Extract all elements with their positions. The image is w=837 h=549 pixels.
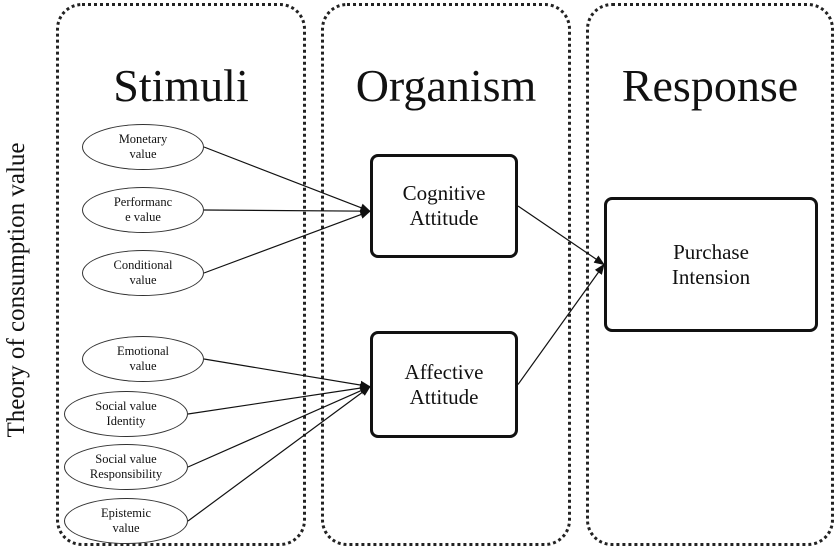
response-title: Response [621, 60, 799, 111]
side-label: Theory of consumption value [3, 142, 30, 438]
organism-title: Organism [355, 60, 537, 111]
stimuli-title: Stimuli [113, 60, 249, 111]
stimulus-monetary: Monetary value [82, 124, 204, 170]
stimulus-emotional: Emotional value [82, 336, 204, 382]
stimulus-social-responsibility: Social value Responsibility [64, 444, 188, 490]
stimulus-performance: Performanc e value [82, 187, 204, 233]
stimuli-panel: Stimuli [56, 3, 306, 546]
organism-panel: Organism [321, 3, 571, 546]
stimulus-social-identity: Social value Identity [64, 391, 188, 437]
stimulus-epistemic: Epistemic value [64, 498, 188, 544]
purchase-intension-box: Purchase Intension [604, 197, 818, 332]
affective-attitude-box: Affective Attitude [370, 331, 518, 438]
stimulus-conditional: Conditional value [82, 250, 204, 296]
cognitive-attitude-box: Cognitive Attitude [370, 154, 518, 258]
